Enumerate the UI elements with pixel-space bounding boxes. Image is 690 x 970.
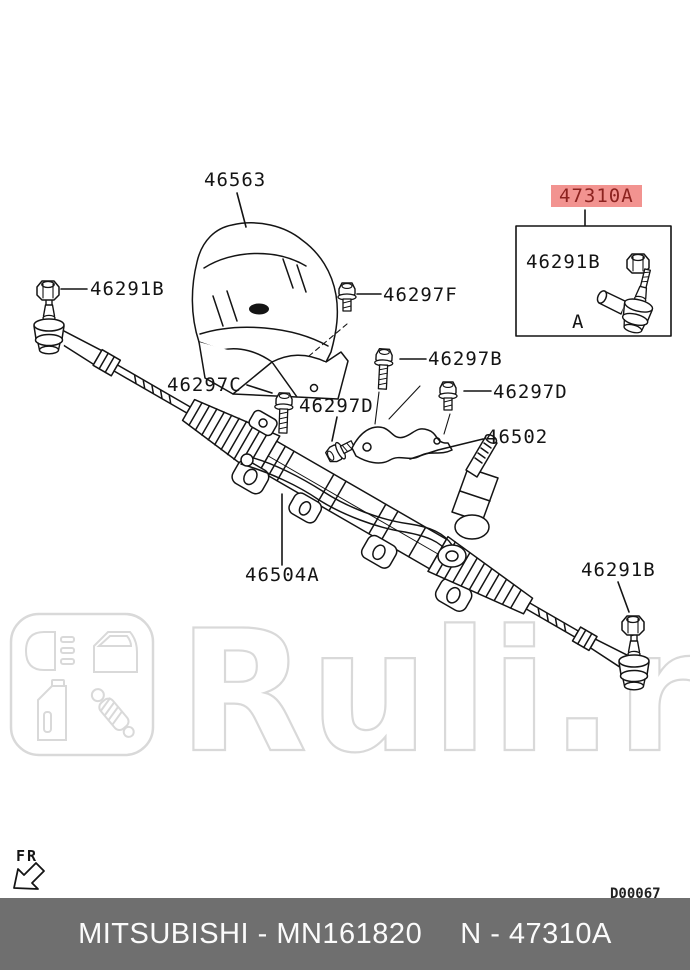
bolt-46297b-drawing xyxy=(373,349,393,390)
inset-tie-rod-end-drawing xyxy=(596,265,663,337)
bolt-46297c-drawing xyxy=(274,393,293,434)
bolt-46297f-drawing xyxy=(338,283,356,311)
nut-right-drawing xyxy=(621,615,645,636)
fr-direction-label: FR xyxy=(16,847,39,865)
part-label-46563[interactable]: 46563 xyxy=(204,169,267,191)
oil-can-icon xyxy=(37,679,67,741)
assembly-guide-lines xyxy=(308,323,451,435)
part-label-a-ref: A xyxy=(572,311,585,333)
bolt-46297d-left-drawing xyxy=(324,436,357,465)
headlight-icon xyxy=(24,631,75,671)
part-label-46291b-right[interactable]: 46291B xyxy=(581,559,656,581)
part-label-46297b[interactable]: 46297B xyxy=(428,348,503,370)
watermark-text: Ruli.ru xyxy=(178,594,690,790)
heat-shield-drawing xyxy=(191,222,349,400)
part-label-47310a-highlighted[interactable]: 47310A xyxy=(551,185,642,207)
fr-arrow-icon xyxy=(13,862,45,890)
part-label-46291b-left[interactable]: 46291B xyxy=(90,278,165,300)
footer-catalog-ref: N - 47310A xyxy=(460,917,612,950)
shock-absorber-icon xyxy=(90,688,135,738)
part-label-46297d-right[interactable]: 46297D xyxy=(493,381,568,403)
bolt-46297d-right-drawing xyxy=(439,382,457,410)
part-label-46502[interactable]: 46502 xyxy=(486,426,549,448)
car-door-icon xyxy=(93,631,138,673)
inset-box xyxy=(515,225,672,337)
bracket-46502-drawing xyxy=(351,426,453,464)
footer-bar: MITSUBISHI - MN161820 N - 47310A xyxy=(0,898,690,970)
watermark: Ruli.ru xyxy=(9,593,690,791)
leader-lines xyxy=(60,192,630,613)
steering-rack-drawing xyxy=(54,329,628,668)
nut-left-drawing xyxy=(36,280,60,301)
part-label-46297c[interactable]: 46297C xyxy=(167,374,242,396)
part-label-46291b-inset[interactable]: 46291B xyxy=(526,251,601,273)
part-label-46504a[interactable]: 46504A xyxy=(245,564,320,586)
part-label-46297d-left[interactable]: 46297D xyxy=(299,395,374,417)
part-label-46297f[interactable]: 46297F xyxy=(383,284,458,306)
footer-brand-partnumber: MITSUBISHI - MN161820 xyxy=(78,917,423,950)
pinion-shaft-drawing xyxy=(451,433,499,540)
